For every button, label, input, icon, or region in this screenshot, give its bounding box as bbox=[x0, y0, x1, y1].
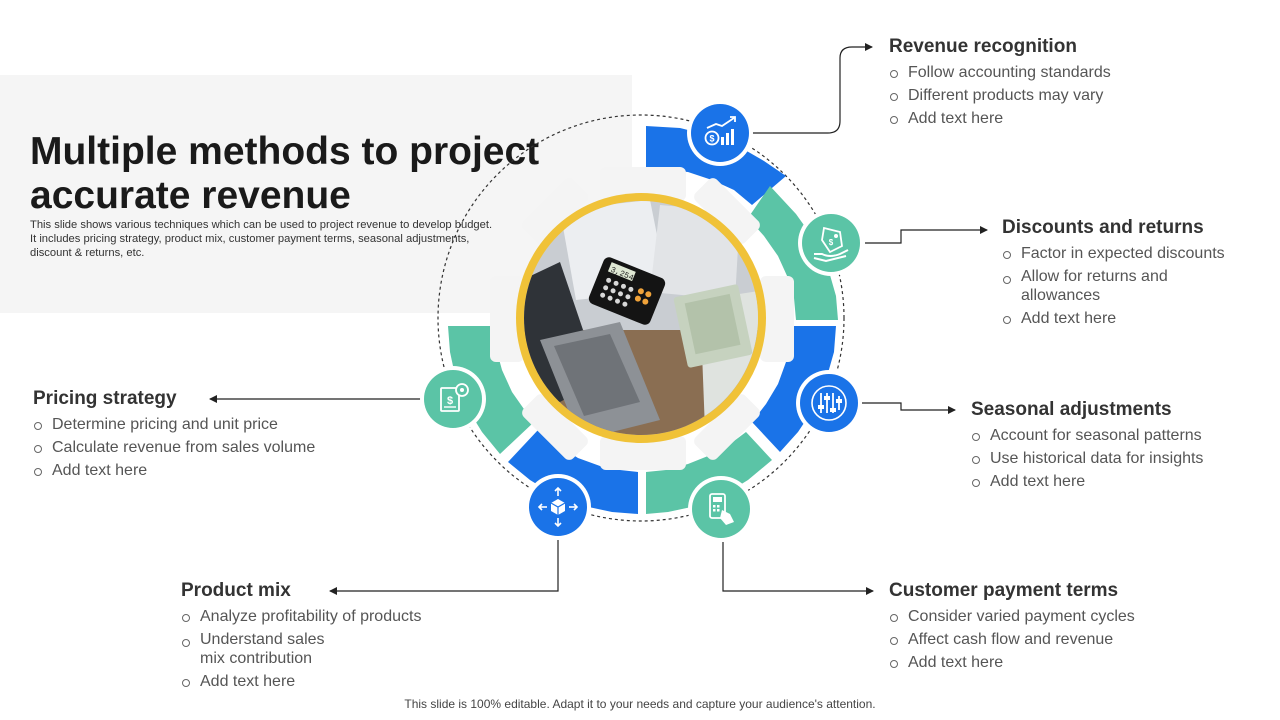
page-title: Multiple methods to project accurate rev… bbox=[30, 130, 540, 217]
list-item: Affect cash flow and revenue bbox=[889, 628, 1259, 651]
price-tag-hand-icon: $ bbox=[798, 210, 864, 276]
connector-customer-payment-terms bbox=[722, 542, 874, 595]
list-item: Calculate revenue from sales volume bbox=[33, 436, 363, 459]
seasonal-adjustments-heading: Seasonal adjustments bbox=[971, 399, 1172, 420]
section-discounts-returns: Discounts and returns Factor in expected… bbox=[1002, 216, 1242, 330]
list-item: Add text here bbox=[33, 459, 363, 482]
gear-teeth bbox=[490, 167, 794, 470]
gear-segment-teal-bottom bbox=[646, 432, 772, 514]
connector-discounts-returns bbox=[865, 226, 988, 244]
revenue-chart-icon: $ bbox=[687, 100, 753, 166]
discounts-returns-heading: Discounts and returns bbox=[1002, 217, 1204, 238]
card-terminal-icon bbox=[688, 476, 754, 542]
list-item: Add text here bbox=[889, 651, 1259, 674]
seasonal-adjustments-list: Account for seasonal patterns Use histor… bbox=[971, 424, 1261, 493]
revenue-recognition-heading: Revenue recognition bbox=[889, 36, 1077, 57]
box-arrows-icon bbox=[525, 474, 591, 540]
center-photo: 3,254 bbox=[516, 193, 766, 443]
footer-note: This slide is 100% editable. Adapt it to… bbox=[404, 697, 876, 711]
revenue-recognition-list: Follow accounting standards Different pr… bbox=[889, 61, 1269, 130]
sliders-icon bbox=[796, 370, 862, 436]
price-document-gear-icon: $ bbox=[420, 366, 486, 432]
connector-product-mix bbox=[329, 540, 559, 595]
product-mix-heading: Product mix bbox=[181, 580, 291, 601]
section-product-mix: Product mix Analyze profitability of pro… bbox=[181, 579, 461, 693]
svg-text:$: $ bbox=[447, 395, 453, 407]
list-item: Follow accounting standards bbox=[889, 61, 1269, 84]
svg-text:$: $ bbox=[709, 134, 714, 144]
svg-text:$: $ bbox=[829, 238, 834, 247]
list-item: Determine pricing and unit price bbox=[33, 413, 363, 436]
list-item: Different products may vary bbox=[889, 84, 1269, 107]
list-item: Allow for returns and allowances bbox=[1002, 267, 1191, 305]
pricing-strategy-heading: Pricing strategy bbox=[33, 388, 177, 409]
list-item: Add text here bbox=[181, 670, 461, 693]
list-item: Analyze profitability of products bbox=[181, 605, 461, 628]
section-customer-payment-terms: Customer payment terms Consider varied p… bbox=[889, 579, 1259, 674]
gear-segment-teal-left bbox=[448, 326, 534, 454]
section-revenue-recognition: Revenue recognition Follow accounting st… bbox=[889, 35, 1269, 130]
gear-segment-blue-right bbox=[752, 326, 836, 452]
gear-segment-teal-upper-right bbox=[748, 186, 838, 320]
dashed-ring bbox=[437, 114, 845, 522]
list-item: Understand sales mix contribution bbox=[181, 630, 340, 668]
connector-revenue-recognition bbox=[752, 43, 873, 134]
page-subtitle: This slide shows various techniques whic… bbox=[30, 219, 493, 259]
list-item: Consider varied payment cycles bbox=[889, 605, 1259, 628]
list-item: Account for seasonal patterns bbox=[971, 424, 1261, 447]
list-item: Use historical data for insights bbox=[971, 447, 1261, 470]
discounts-returns-list: Factor in expected discounts Allow for r… bbox=[1002, 242, 1242, 330]
list-item: Factor in expected discounts bbox=[1002, 242, 1242, 265]
customer-payment-terms-heading: Customer payment terms bbox=[889, 580, 1119, 601]
pricing-strategy-list: Determine pricing and unit price Calcula… bbox=[33, 413, 363, 482]
list-item: Add text here bbox=[1002, 307, 1242, 330]
customer-payment-terms-list: Consider varied payment cycles Affect ca… bbox=[889, 605, 1259, 674]
connector-seasonal-adjustments bbox=[862, 402, 956, 414]
list-item: Add text here bbox=[971, 470, 1261, 493]
gear-segment-blue-bottom-left bbox=[508, 430, 638, 514]
product-mix-list: Analyze profitability of products Unders… bbox=[181, 605, 461, 693]
connectors bbox=[209, 43, 988, 595]
list-item: Add text here bbox=[889, 107, 1269, 130]
section-pricing-strategy: Pricing strategy Determine pricing and u… bbox=[33, 387, 363, 482]
section-seasonal-adjustments: Seasonal adjustments Account for seasona… bbox=[971, 398, 1261, 493]
